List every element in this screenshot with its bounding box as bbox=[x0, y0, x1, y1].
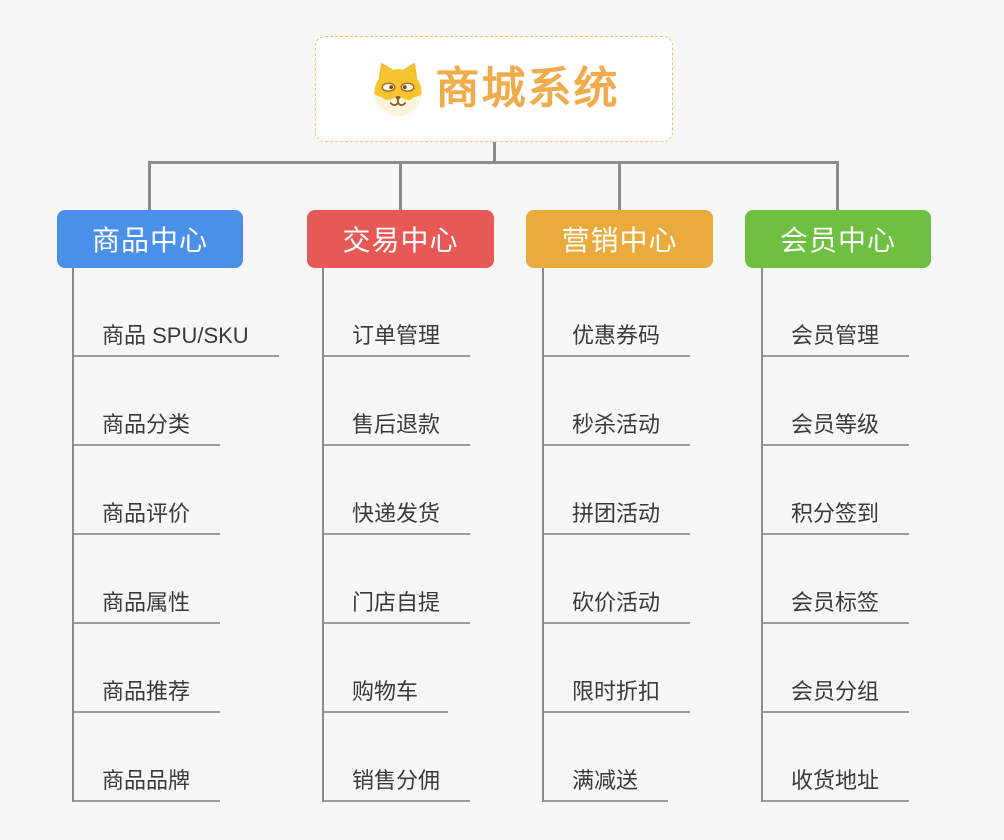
leaf-node[interactable]: 售后退款 bbox=[324, 413, 471, 446]
connector-drop-trade bbox=[399, 161, 402, 210]
leaf-node[interactable]: 秒杀活动 bbox=[544, 413, 691, 446]
leaf-node[interactable]: 积分签到 bbox=[763, 502, 910, 535]
leaf-node[interactable]: 商品品牌 bbox=[74, 769, 221, 802]
connector-drop-marketing bbox=[618, 161, 621, 210]
branch-box-marketing-center[interactable]: 营销中心 bbox=[526, 210, 713, 268]
leaf-node[interactable]: 商品 SPU/SKU bbox=[74, 324, 279, 357]
leaf-node[interactable]: 会员标签 bbox=[763, 591, 910, 624]
shiba-dog-icon bbox=[373, 62, 422, 117]
connector-horizontal bbox=[148, 161, 839, 164]
leaf-node[interactable]: 订单管理 bbox=[324, 324, 471, 357]
leaf-node[interactable]: 会员等级 bbox=[763, 413, 910, 446]
leaf-node[interactable]: 商品分类 bbox=[74, 413, 221, 446]
branch-children-product-center: 商品 SPU/SKU 商品分类 商品评价 商品属性 商品推荐 商品品牌 bbox=[72, 268, 312, 802]
branch-box-member-center[interactable]: 会员中心 bbox=[745, 210, 931, 268]
leaf-node[interactable]: 优惠券码 bbox=[544, 324, 691, 357]
leaf-node[interactable]: 快递发货 bbox=[324, 502, 471, 535]
leaf-node[interactable]: 商品评价 bbox=[74, 502, 221, 535]
leaf-node[interactable]: 收货地址 bbox=[763, 769, 910, 802]
connector-root-drop bbox=[493, 142, 496, 162]
branch-children-marketing-center: 优惠券码 秒杀活动 拼团活动 砍价活动 限时折扣 满减送 bbox=[542, 268, 782, 802]
root-node-mall-system[interactable]: 商城系统 bbox=[315, 36, 673, 142]
leaf-node[interactable]: 门店自提 bbox=[324, 591, 471, 624]
leaf-node[interactable]: 商品属性 bbox=[74, 591, 221, 624]
leaf-node[interactable]: 商品推荐 bbox=[74, 680, 221, 713]
leaf-node[interactable]: 会员管理 bbox=[763, 324, 910, 357]
leaf-node[interactable]: 会员分组 bbox=[763, 680, 910, 713]
leaf-node[interactable]: 拼团活动 bbox=[544, 502, 691, 535]
leaf-node[interactable]: 购物车 bbox=[324, 680, 449, 713]
connector-drop-member bbox=[836, 161, 839, 210]
branch-box-trade-center[interactable]: 交易中心 bbox=[307, 210, 494, 268]
leaf-node[interactable]: 满减送 bbox=[544, 769, 669, 802]
leaf-node[interactable]: 销售分佣 bbox=[324, 769, 471, 802]
branch-children-trade-center: 订单管理 售后退款 快递发货 门店自提 购物车 销售分佣 bbox=[322, 268, 562, 802]
connector-drop-product bbox=[148, 161, 151, 210]
branch-children-member-center: 会员管理 会员等级 积分签到 会员标签 会员分组 收货地址 bbox=[761, 268, 1001, 802]
leaf-node[interactable]: 限时折扣 bbox=[544, 680, 691, 713]
branch-box-product-center[interactable]: 商品中心 bbox=[57, 210, 243, 268]
leaf-node[interactable]: 砍价活动 bbox=[544, 591, 691, 624]
root-node-title: 商城系统 bbox=[435, 64, 620, 113]
